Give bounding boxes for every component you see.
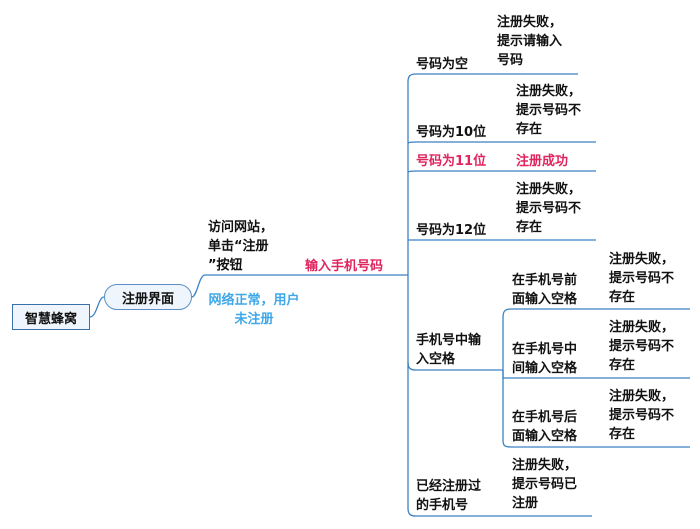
action-node[interactable]: 访问网站， 单击“注册 ”按钮 [208, 220, 274, 273]
case-empty[interactable]: 号码为空 [416, 57, 469, 72]
case-10-digits[interactable]: 号码为10位 [416, 125, 487, 140]
precondition-note: 网络正常，用户 未注册 [208, 293, 300, 327]
case-space-back[interactable]: 在手机号后 面输入空格 [512, 410, 578, 444]
case-space-middle[interactable]: 在手机号中 间输入空格 [512, 342, 578, 376]
main-topic-node[interactable]: 注册界面 [104, 284, 192, 310]
case-10-digits-result: 注册失败， 提示号码不 存在 [516, 84, 582, 137]
input-node[interactable]: 输入手机号码 [305, 259, 384, 274]
case-space-back-result: 注册失败， 提示号码不 存在 [609, 389, 675, 442]
root-label: 智慧蜂窝 [24, 311, 77, 327]
main-topic-label: 注册界面 [121, 291, 174, 307]
case-registered[interactable]: 已经注册过 的手机号 [416, 479, 482, 513]
case-spaces[interactable]: 手机号中输 入空格 [416, 333, 482, 367]
root-node[interactable]: 智慧蜂窝 [12, 304, 90, 330]
case-space-front[interactable]: 在手机号前 面输入空格 [512, 273, 578, 307]
case-empty-result: 注册失败， 提示请输入 号码 [497, 15, 563, 68]
case-space-front-result: 注册失败， 提示号码不 存在 [609, 252, 675, 305]
case-11-digits-result: 注册成功 [516, 154, 569, 169]
case-12-digits[interactable]: 号码为12位 [416, 223, 487, 238]
case-11-digits[interactable]: 号码为11位 [416, 154, 487, 169]
case-12-digits-result: 注册失败， 提示号码不 存在 [516, 182, 582, 235]
case-registered-result: 注册失败， 提示号码已 注册 [512, 458, 578, 511]
case-space-middle-result: 注册失败， 提示号码不 存在 [609, 320, 675, 373]
